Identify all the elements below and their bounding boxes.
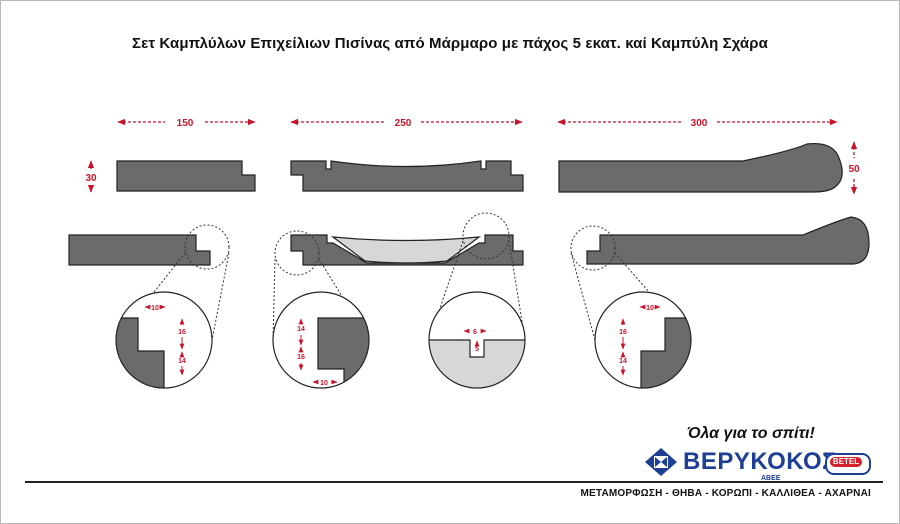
store-locations: ΜΕΤΑΜΟΡΦΩΣΗ - ΘΗΒΑ - ΚΟΡΩΠΙ - ΚΑΛΛΙΘΕΑ -… <box>580 488 871 499</box>
profiles-drawing: 150 250 300 30 50 <box>68 118 870 389</box>
profile-300-top <box>558 142 843 193</box>
detail-1-bottom: 14 <box>178 358 186 365</box>
detail-1-mid: 16 <box>178 329 186 336</box>
dimension-150: 150 <box>177 118 194 129</box>
partner-name: BETEL <box>830 457 862 467</box>
partner-badge: BETEL <box>825 453 871 475</box>
dimension-300: 300 <box>691 118 708 129</box>
detail-3-depth: 5 <box>475 346 479 353</box>
brand-emblem-icon <box>645 448 677 476</box>
detail-circle-2: 14 16 10 <box>272 291 370 389</box>
brand-suffix: ABEE <box>761 475 781 482</box>
detail-2-top: 14 <box>297 326 305 333</box>
profile-250-mid <box>290 234 524 266</box>
profile-300-mid <box>586 216 870 265</box>
profile-150-top <box>116 160 256 192</box>
detail-3-width: 6 <box>473 329 477 336</box>
brand-slogan: Όλα για το σπίτι! <box>687 425 815 442</box>
detail-circle-3: 6 5 <box>428 291 526 389</box>
page-title: Σετ Καμπλύλων Επιχείλιων Πισίνας από Μάρ… <box>132 35 768 52</box>
detail-1-top: 10 <box>151 305 159 312</box>
detail-2-bottom: 10 <box>320 380 328 387</box>
dimension-50: 50 <box>848 164 860 175</box>
dimension-30: 30 <box>85 173 97 184</box>
detail-circle-4: 10 16 14 <box>594 291 692 389</box>
detail-4-mid: 16 <box>619 329 627 336</box>
curved-grate <box>330 236 482 264</box>
footer-divider <box>25 481 883 483</box>
profile-250-top <box>290 160 524 192</box>
profile-150-mid <box>68 234 211 266</box>
detail-4-top: 10 <box>646 305 654 312</box>
detail-4-bottom: 14 <box>619 358 627 365</box>
detail-circle-1: 10 16 14 <box>115 291 213 389</box>
detail-2-mid: 16 <box>297 354 305 361</box>
brand-name: ΒΕΡΥΚΟΚΟΣ <box>683 448 838 475</box>
dimension-lines <box>87 118 858 195</box>
dimension-250: 250 <box>395 118 412 129</box>
